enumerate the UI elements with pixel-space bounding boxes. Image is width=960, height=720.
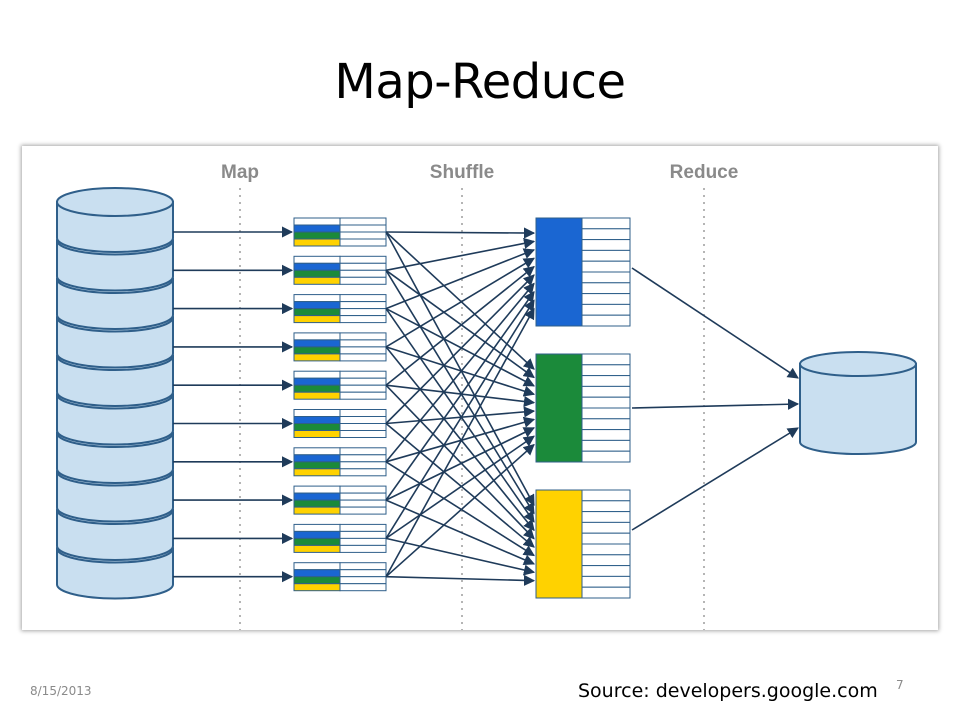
input-partition [56, 187, 174, 253]
output-arrow [631, 267, 799, 379]
reduce-task-yellow [535, 489, 631, 599]
phase-label-shuffle: Shuffle [430, 162, 494, 183]
map-task [293, 255, 387, 285]
map-task [293, 485, 387, 515]
shuffle-arrow [385, 290, 535, 501]
shuffle-arrow [385, 274, 535, 425]
map-task [293, 332, 387, 362]
shuffle-arrow [385, 231, 535, 507]
shuffle-arrow [385, 299, 535, 539]
shuffle-arrow [385, 248, 536, 310]
shuffle-arrow [385, 406, 536, 425]
mapreduce-diagram: Map Shuffle Reduce [22, 146, 938, 630]
phase-label-map: Map [221, 162, 259, 183]
shuffle-arrow [385, 461, 535, 557]
map-task [293, 523, 387, 553]
shuffle-arrow [385, 422, 535, 548]
shuffle-arrow [385, 443, 535, 578]
output-database-icon [799, 351, 917, 455]
phase-label-reduce: Reduce [670, 162, 739, 183]
diagram-canvas: Map Shuffle Reduce [56, 162, 917, 630]
map-task [293, 409, 387, 438]
shuffle-arrow [385, 346, 536, 397]
shuffle-arrow [385, 427, 536, 501]
reduce-task-green [535, 353, 631, 463]
shuffle-arrow [385, 346, 535, 532]
slide-title: Map-Reduce [334, 54, 626, 110]
output-arrow [631, 427, 799, 531]
shuffle-arrow [385, 257, 535, 348]
shuffle-arrow [385, 574, 536, 586]
shuffle-arrow [385, 308, 535, 523]
slide-date: 8/15/2013 [30, 684, 92, 698]
shuffle-arrow [385, 269, 535, 515]
map-task [293, 370, 387, 400]
shuffle-arrow [385, 231, 535, 370]
reduce-task-blue [535, 217, 631, 327]
shuffle-arrow [385, 307, 535, 578]
shuffle-arrow [385, 265, 535, 386]
source-credit: Source: developers.google.com [578, 680, 878, 702]
map-task [293, 294, 387, 324]
map-task [293, 447, 387, 477]
shuffle-arrow [385, 307, 535, 387]
shuffle-arrow [385, 282, 535, 463]
shuffle-arrow [385, 237, 536, 272]
shuffle-arrow [385, 416, 536, 463]
shuffle-arrow [385, 384, 535, 540]
shuffle-arrow [385, 269, 535, 379]
shuffle-arrow [385, 435, 535, 540]
shuffle-arrow [385, 537, 536, 576]
map-task [293, 217, 387, 247]
shuffle-arrow [385, 499, 536, 566]
map-task [293, 562, 387, 592]
output-arrow [631, 398, 800, 410]
input-database-icon [56, 187, 174, 600]
page-number: 7 [896, 678, 904, 692]
shuffle-arrow [385, 384, 536, 408]
shuffle-arrow [385, 227, 536, 239]
